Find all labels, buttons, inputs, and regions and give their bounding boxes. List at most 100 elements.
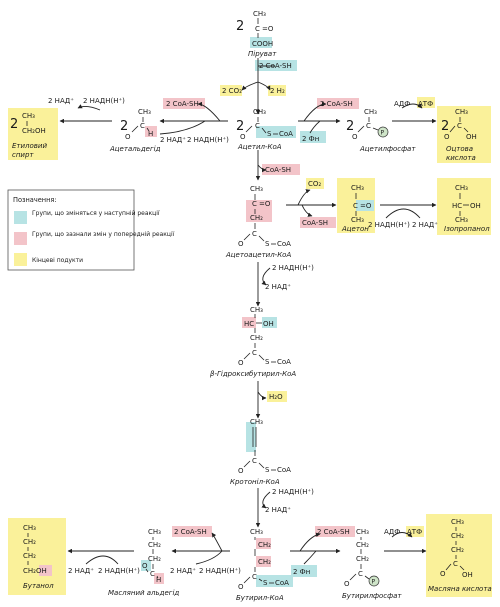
legend-title: Позначення: <box>13 196 57 204</box>
svg-text:2 CoA-SH: 2 CoA-SH <box>259 62 292 70</box>
svg-text:C: C <box>252 349 257 357</box>
svg-text:2: 2 <box>346 119 354 134</box>
acetone: CH₃ C =O CH₃ Ацетон <box>341 184 372 233</box>
svg-text:2 НАД⁺: 2 НАД⁺ <box>265 506 291 514</box>
legend-teal-label: Групи, що зміняться у наступній реакції <box>32 210 160 217</box>
reagent-box-pn-bottom <box>291 565 317 577</box>
svg-text:2 НАДН(Н⁺): 2 НАДН(Н⁺) <box>272 488 314 496</box>
svg-text:2 НАДН(Н⁺): 2 НАДН(Н⁺) <box>98 567 140 575</box>
svg-text:CH₂: CH₂ <box>356 541 369 549</box>
reagent-box-co2-mid <box>306 178 324 189</box>
svg-text:OH: OH <box>462 571 473 579</box>
svg-text:CoA: CoA <box>277 466 291 474</box>
svg-text:P: P <box>381 130 385 137</box>
svg-text:CH₃: CH₃ <box>250 185 263 193</box>
svg-text:O: O <box>238 583 244 591</box>
pyruvate-cooh-box <box>250 37 272 48</box>
svg-text:2 CoA-SH: 2 CoA-SH <box>320 100 353 108</box>
legend-swatch-pink <box>14 232 27 245</box>
svg-text:O: O <box>238 467 244 475</box>
svg-text:OH: OH <box>263 320 274 328</box>
legend: Позначення: Групи, що зміняться у наступ… <box>7 189 175 271</box>
svg-text:CH₂: CH₂ <box>258 558 271 566</box>
pyruvate-name: Піруват <box>248 50 277 58</box>
svg-text:кислота: кислота <box>446 154 476 162</box>
svg-text:2 НАД⁺: 2 НАД⁺ <box>160 136 186 144</box>
reagent-box-coash-top <box>255 60 297 71</box>
butyraldehyde-name: Масляний альдегід <box>108 589 179 597</box>
svg-text:CH₃: CH₃ <box>351 184 364 192</box>
svg-text:=O: =O <box>262 25 274 33</box>
svg-text:HC: HC <box>244 320 254 328</box>
acetaldehyde-name: Ацетальдегід <box>109 145 161 153</box>
reagent-box-coash-acetone <box>300 217 336 228</box>
legend-pink-text: Групи, що зазнали змін у попередній реак… <box>32 231 175 238</box>
svg-text:CH₂: CH₂ <box>250 214 263 222</box>
svg-text:2 H₂: 2 H₂ <box>270 87 285 95</box>
svg-text:COOH: COOH <box>252 40 273 48</box>
svg-text:S: S <box>265 240 270 248</box>
end-product-box-butyric-acid <box>426 514 492 597</box>
svg-text:CH₃: CH₃ <box>351 216 364 224</box>
reagent-box-coash-mid <box>262 164 300 175</box>
acetyl-phosphate: 2 CH₃ C O P Ацетилфосфат <box>346 108 416 153</box>
svg-text:2 CoA-SH: 2 CoA-SH <box>166 100 199 108</box>
isopropanol-name: Ізопропанол <box>444 225 490 233</box>
acetoacetyl-coa: CH₃ C =O CH₂ C O S CoA Ацетоацетил-КоА <box>225 185 291 259</box>
svg-text:S: S <box>265 466 270 474</box>
svg-text:2: 2 <box>441 119 449 134</box>
svg-text:CH₃: CH₃ <box>250 418 263 426</box>
butyraldehyde: CH₃ CH₂ CH₂ C O H Масляний альдегід <box>108 528 179 597</box>
svg-text:CH₃: CH₃ <box>364 108 377 116</box>
svg-text:CH₃: CH₃ <box>250 528 263 536</box>
acetic-acid: 2 CH₃ C O OH Оцтова кислота <box>441 108 477 162</box>
svg-text:O: O <box>125 133 131 141</box>
svg-text:CH₃: CH₃ <box>451 518 464 526</box>
reagent-box-h2 <box>268 85 286 96</box>
crotonyl-double-box <box>246 422 256 452</box>
svg-text:C: C <box>150 570 155 578</box>
acetone-eq-box <box>356 200 374 211</box>
svg-text:2: 2 <box>10 117 18 132</box>
crotonyl-coa-name: Кротоніл-КоА <box>230 478 280 486</box>
svg-text:O: O <box>440 570 446 578</box>
svg-text:CH₂: CH₂ <box>356 555 369 563</box>
svg-text:АДФ: АДФ <box>394 100 410 108</box>
reagent-box-coash-left <box>163 98 205 109</box>
svg-text:CH₃: CH₃ <box>23 524 36 532</box>
butyryl-ch2-box-b <box>256 556 271 567</box>
svg-text:2 Фн: 2 Фн <box>302 135 319 143</box>
svg-text:Оцтова: Оцтова <box>446 145 473 153</box>
svg-text:S: S <box>267 130 272 138</box>
butyryl-s-box <box>256 575 293 587</box>
svg-text:2 НАД⁺: 2 НАД⁺ <box>68 567 94 575</box>
svg-text:CH₃: CH₃ <box>455 216 468 224</box>
isopropanol: CH₃ HC OH CH₃ Ізопропанол <box>444 184 490 233</box>
reagent-box-h2o <box>267 391 287 402</box>
butanol: CH₃ CH₂ CH₂ CH₂OH Бутанол <box>23 524 54 590</box>
crotonyl-coa: CH₃ C O S CoA Кротоніл-КоА <box>230 418 291 486</box>
svg-text:CH₂: CH₂ <box>451 532 464 540</box>
svg-text:C: C <box>252 230 257 238</box>
end-product-box-acetic-acid <box>437 106 491 163</box>
svg-text:P: P <box>372 579 376 586</box>
svg-text:2 НАД⁺: 2 НАД⁺ <box>170 567 196 575</box>
svg-text:CH₂OH: CH₂OH <box>23 567 47 575</box>
svg-text:HC: HC <box>452 202 462 210</box>
svg-text:CH₃: CH₃ <box>455 184 468 192</box>
svg-text:CH₂: CH₂ <box>148 541 161 549</box>
acetaldehyde-h-box <box>145 126 157 137</box>
svg-text:2 НАДН(Н⁺): 2 НАДН(Н⁺) <box>83 97 125 105</box>
highlight-boxes <box>8 37 492 597</box>
svg-text:O: O <box>142 562 148 570</box>
svg-text:C: C <box>255 122 260 130</box>
svg-text:2 НАД⁺: 2 НАД⁺ <box>412 221 438 229</box>
svg-text:2 НАД⁺: 2 НАД⁺ <box>265 283 291 291</box>
svg-text:S: S <box>263 579 268 587</box>
butyryl-ch2-box-a <box>256 538 271 549</box>
reagent-box-pn-top <box>300 131 326 143</box>
svg-text:АТФ: АТФ <box>407 528 422 536</box>
acetyl-coa-ch3: CH₃ <box>253 108 266 116</box>
svg-text:C: C <box>453 560 458 568</box>
